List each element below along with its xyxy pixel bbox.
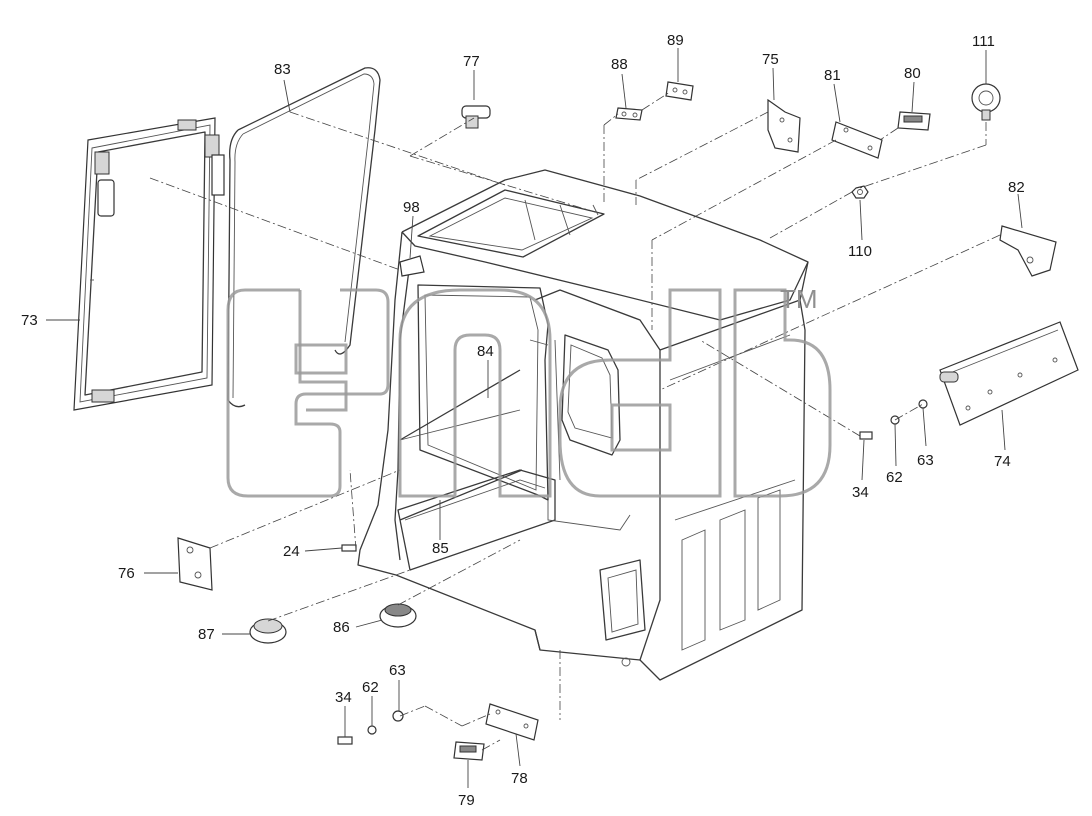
callout-89: 89 <box>667 32 684 49</box>
part-24 <box>341 544 357 552</box>
callout-78: 78 <box>511 770 528 787</box>
callout-88: 88 <box>611 56 628 73</box>
callout-87: 87 <box>198 626 215 643</box>
part-111-eyebolt <box>971 83 1001 121</box>
callout-79: 79 <box>458 792 475 809</box>
part-77 <box>461 105 491 129</box>
callout-83: 83 <box>274 61 291 78</box>
callout-98: 98 <box>403 199 420 216</box>
part-88 <box>615 107 643 121</box>
callout-63-lower: 63 <box>389 662 406 679</box>
part-82-bracket <box>999 225 1057 277</box>
part-85 <box>399 469 523 521</box>
part-79 <box>453 741 485 761</box>
callout-73: 73 <box>21 312 38 329</box>
callout-labels: 73 83 77 88 89 75 81 80 111 98 110 82 84… <box>21 32 1025 809</box>
hardware-34-62-63-lower <box>337 710 404 745</box>
callout-85: 85 <box>432 540 449 557</box>
callout-86: 86 <box>333 619 350 636</box>
part-98 <box>399 255 425 277</box>
callout-81: 81 <box>824 67 841 84</box>
callout-84: 84 <box>477 343 494 360</box>
callout-111: 111 <box>972 33 995 50</box>
callout-63-right: 63 <box>917 452 934 469</box>
part-76 <box>177 537 213 591</box>
part-110-nut <box>851 185 869 199</box>
callout-62-right: 62 <box>886 469 903 486</box>
callout-74: 74 <box>994 453 1011 470</box>
leader-lines <box>46 48 1023 788</box>
part-84 <box>399 369 521 441</box>
callout-82: 82 <box>1008 179 1025 196</box>
callout-77: 77 <box>463 53 480 70</box>
callout-110: 110 <box>848 243 872 260</box>
callout-62-lower: 62 <box>362 679 379 696</box>
watermark-logo: TM <box>226 284 832 498</box>
callout-24: 24 <box>283 543 300 560</box>
part-75 <box>767 98 801 153</box>
callout-80: 80 <box>904 65 921 82</box>
callout-34-lower: 34 <box>335 689 352 706</box>
part-86-plug <box>379 603 417 628</box>
callout-75: 75 <box>762 51 779 68</box>
part-81 <box>831 121 883 159</box>
part-89 <box>665 81 694 101</box>
hardware-34-62-63-right <box>859 399 928 440</box>
trademark-mark: TM <box>780 284 818 314</box>
part-74-panel <box>939 321 1079 426</box>
door-frame-73 <box>73 117 225 411</box>
part-78-bracket <box>485 703 539 741</box>
part-87-plug <box>249 618 287 644</box>
part-80 <box>897 111 931 131</box>
callout-76: 76 <box>118 565 135 582</box>
door-seal-83 <box>227 67 381 408</box>
callout-34-right: 34 <box>852 484 869 501</box>
